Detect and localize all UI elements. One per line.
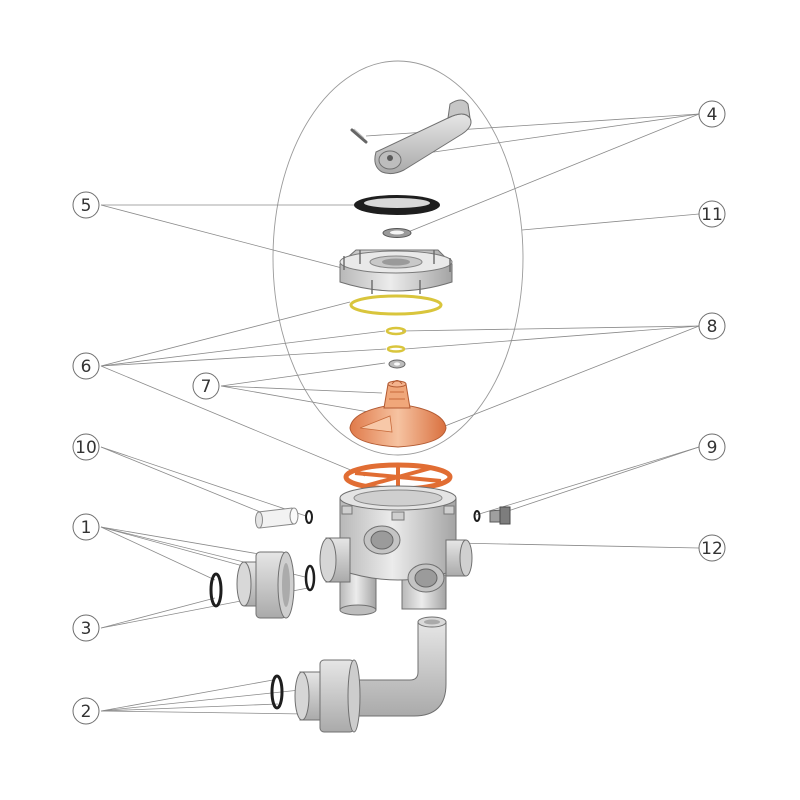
spider-gasket: [343, 462, 453, 492]
callout-11: 11: [698, 200, 726, 228]
callout-7: 7: [192, 372, 220, 400]
callout-3: 3: [72, 614, 100, 642]
small-pipe: [255, 507, 299, 529]
svg-text:2: 2: [81, 702, 92, 722]
svg-text:7: 7: [201, 377, 212, 397]
svg-text:8: 8: [707, 317, 718, 337]
callout-12: 12: [698, 534, 726, 562]
valve-cover: [339, 249, 453, 294]
rotor-diverter: [349, 380, 447, 448]
callout-8: 8: [698, 312, 726, 340]
svg-text:5: 5: [81, 196, 92, 216]
callout-4: 4: [698, 100, 726, 128]
svg-text:6: 6: [81, 357, 92, 377]
cover-gasket: [354, 195, 440, 215]
cover-o-ring: [349, 294, 443, 316]
drain-o-ring: [473, 510, 481, 522]
svg-text:4: 4: [707, 105, 718, 125]
union-o-ring-right: [304, 564, 316, 592]
drain-plug: [489, 506, 511, 525]
lever-washer: [382, 228, 412, 238]
small-pipe-o-ring: [305, 510, 313, 524]
svg-text:9: 9: [707, 438, 718, 458]
leader-lines: [100, 113, 700, 715]
callout-6: 6: [72, 352, 100, 380]
callout-2: 2: [72, 697, 100, 725]
svg-text:10: 10: [75, 438, 97, 458]
elbow-assembly: [294, 616, 447, 733]
callout-1: 1: [72, 513, 100, 541]
small-o-rings: [385, 326, 407, 369]
assembly-group-ellipse: [272, 60, 524, 456]
callout-9: 9: [698, 433, 726, 461]
svg-text:1: 1: [81, 518, 92, 538]
elbow-o-ring: [270, 674, 284, 710]
union-connector-left: [236, 551, 295, 619]
union-o-ring-left: [209, 572, 223, 608]
svg-text:3: 3: [81, 619, 92, 639]
callout-5: 5: [72, 191, 100, 219]
valve-body: [319, 485, 473, 616]
svg-text:12: 12: [701, 539, 723, 559]
handle-lever: [350, 99, 472, 175]
svg-text:11: 11: [701, 205, 723, 225]
callout-10: 10: [72, 433, 100, 461]
